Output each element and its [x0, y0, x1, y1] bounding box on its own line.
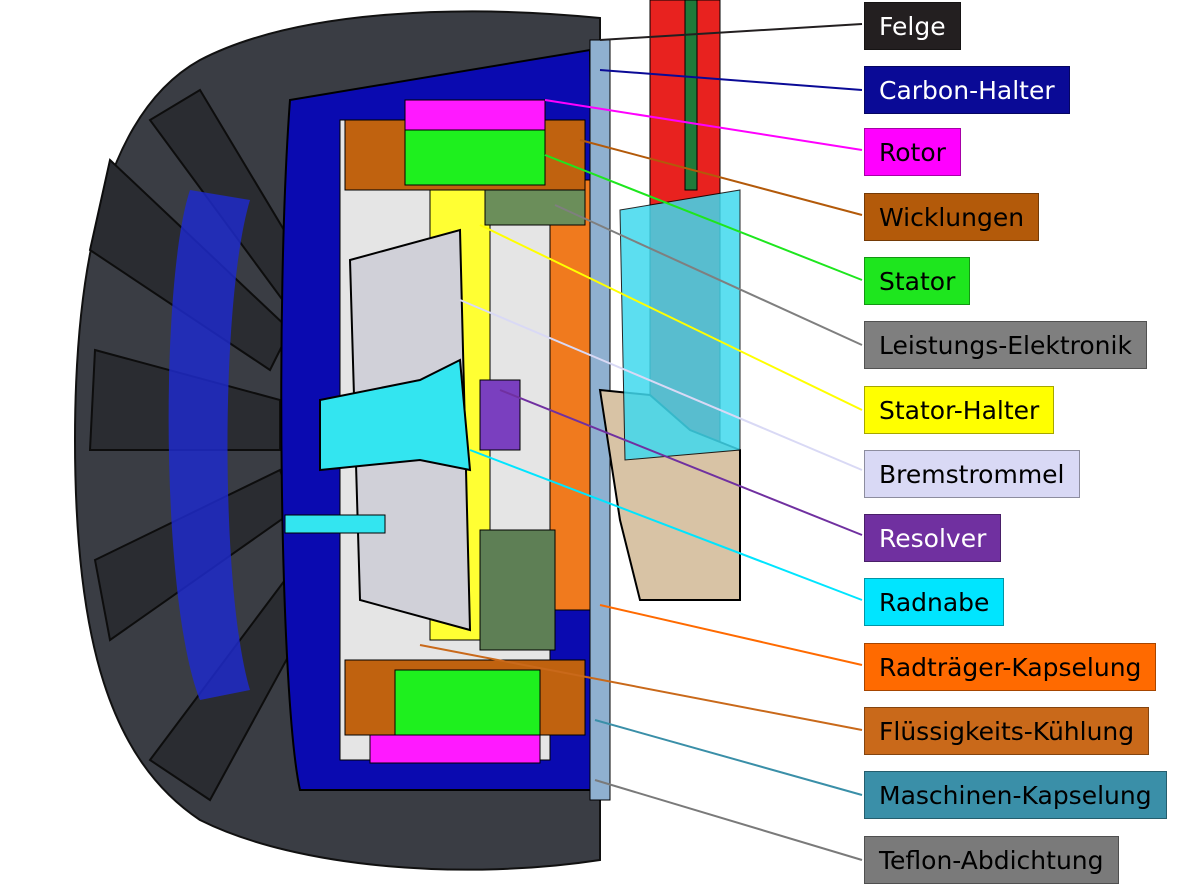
label-felge: Felge [864, 2, 961, 50]
label-stator: Stator [864, 257, 971, 305]
rim-inner-blue [168, 190, 250, 700]
rotor-bottom [369, 734, 541, 764]
stator-bottom [394, 669, 541, 736]
stator-top [404, 129, 546, 186]
label-carbon-halter: Carbon-Halter [864, 66, 1070, 114]
label-leistungs-elektronik: Leistungs-Elektronik [864, 321, 1147, 369]
electronics-bottom [479, 529, 556, 651]
wheel-hub [319, 358, 472, 472]
strut-rod [684, 0, 698, 191]
resolver-part [479, 379, 521, 451]
label-radtraeger-kapselung: Radträger-Kapselung [864, 643, 1157, 691]
label-wicklungen: Wicklungen [864, 193, 1040, 241]
coil-spring [619, 189, 741, 461]
label-stator-halter: Stator-Halter [864, 386, 1055, 434]
label-teflon-abdichtung: Teflon-Abdichtung [864, 836, 1119, 884]
leader-lines [419, 23, 863, 861]
label-resolver: Resolver [864, 514, 1002, 562]
label-rotor: Rotor [864, 128, 961, 176]
label-bremstrommel: Bremstrommel [864, 450, 1080, 498]
hub-axle [284, 514, 386, 534]
label-maschinen-kapselung: Maschinen-Kapselung [864, 771, 1167, 819]
label-radnabe: Radnabe [864, 578, 1005, 626]
label-fluessigkeits-kuehlung: Flüssigkeits-Kühlung [864, 707, 1150, 755]
rotor-top [404, 99, 546, 131]
electronics-top [484, 189, 586, 226]
